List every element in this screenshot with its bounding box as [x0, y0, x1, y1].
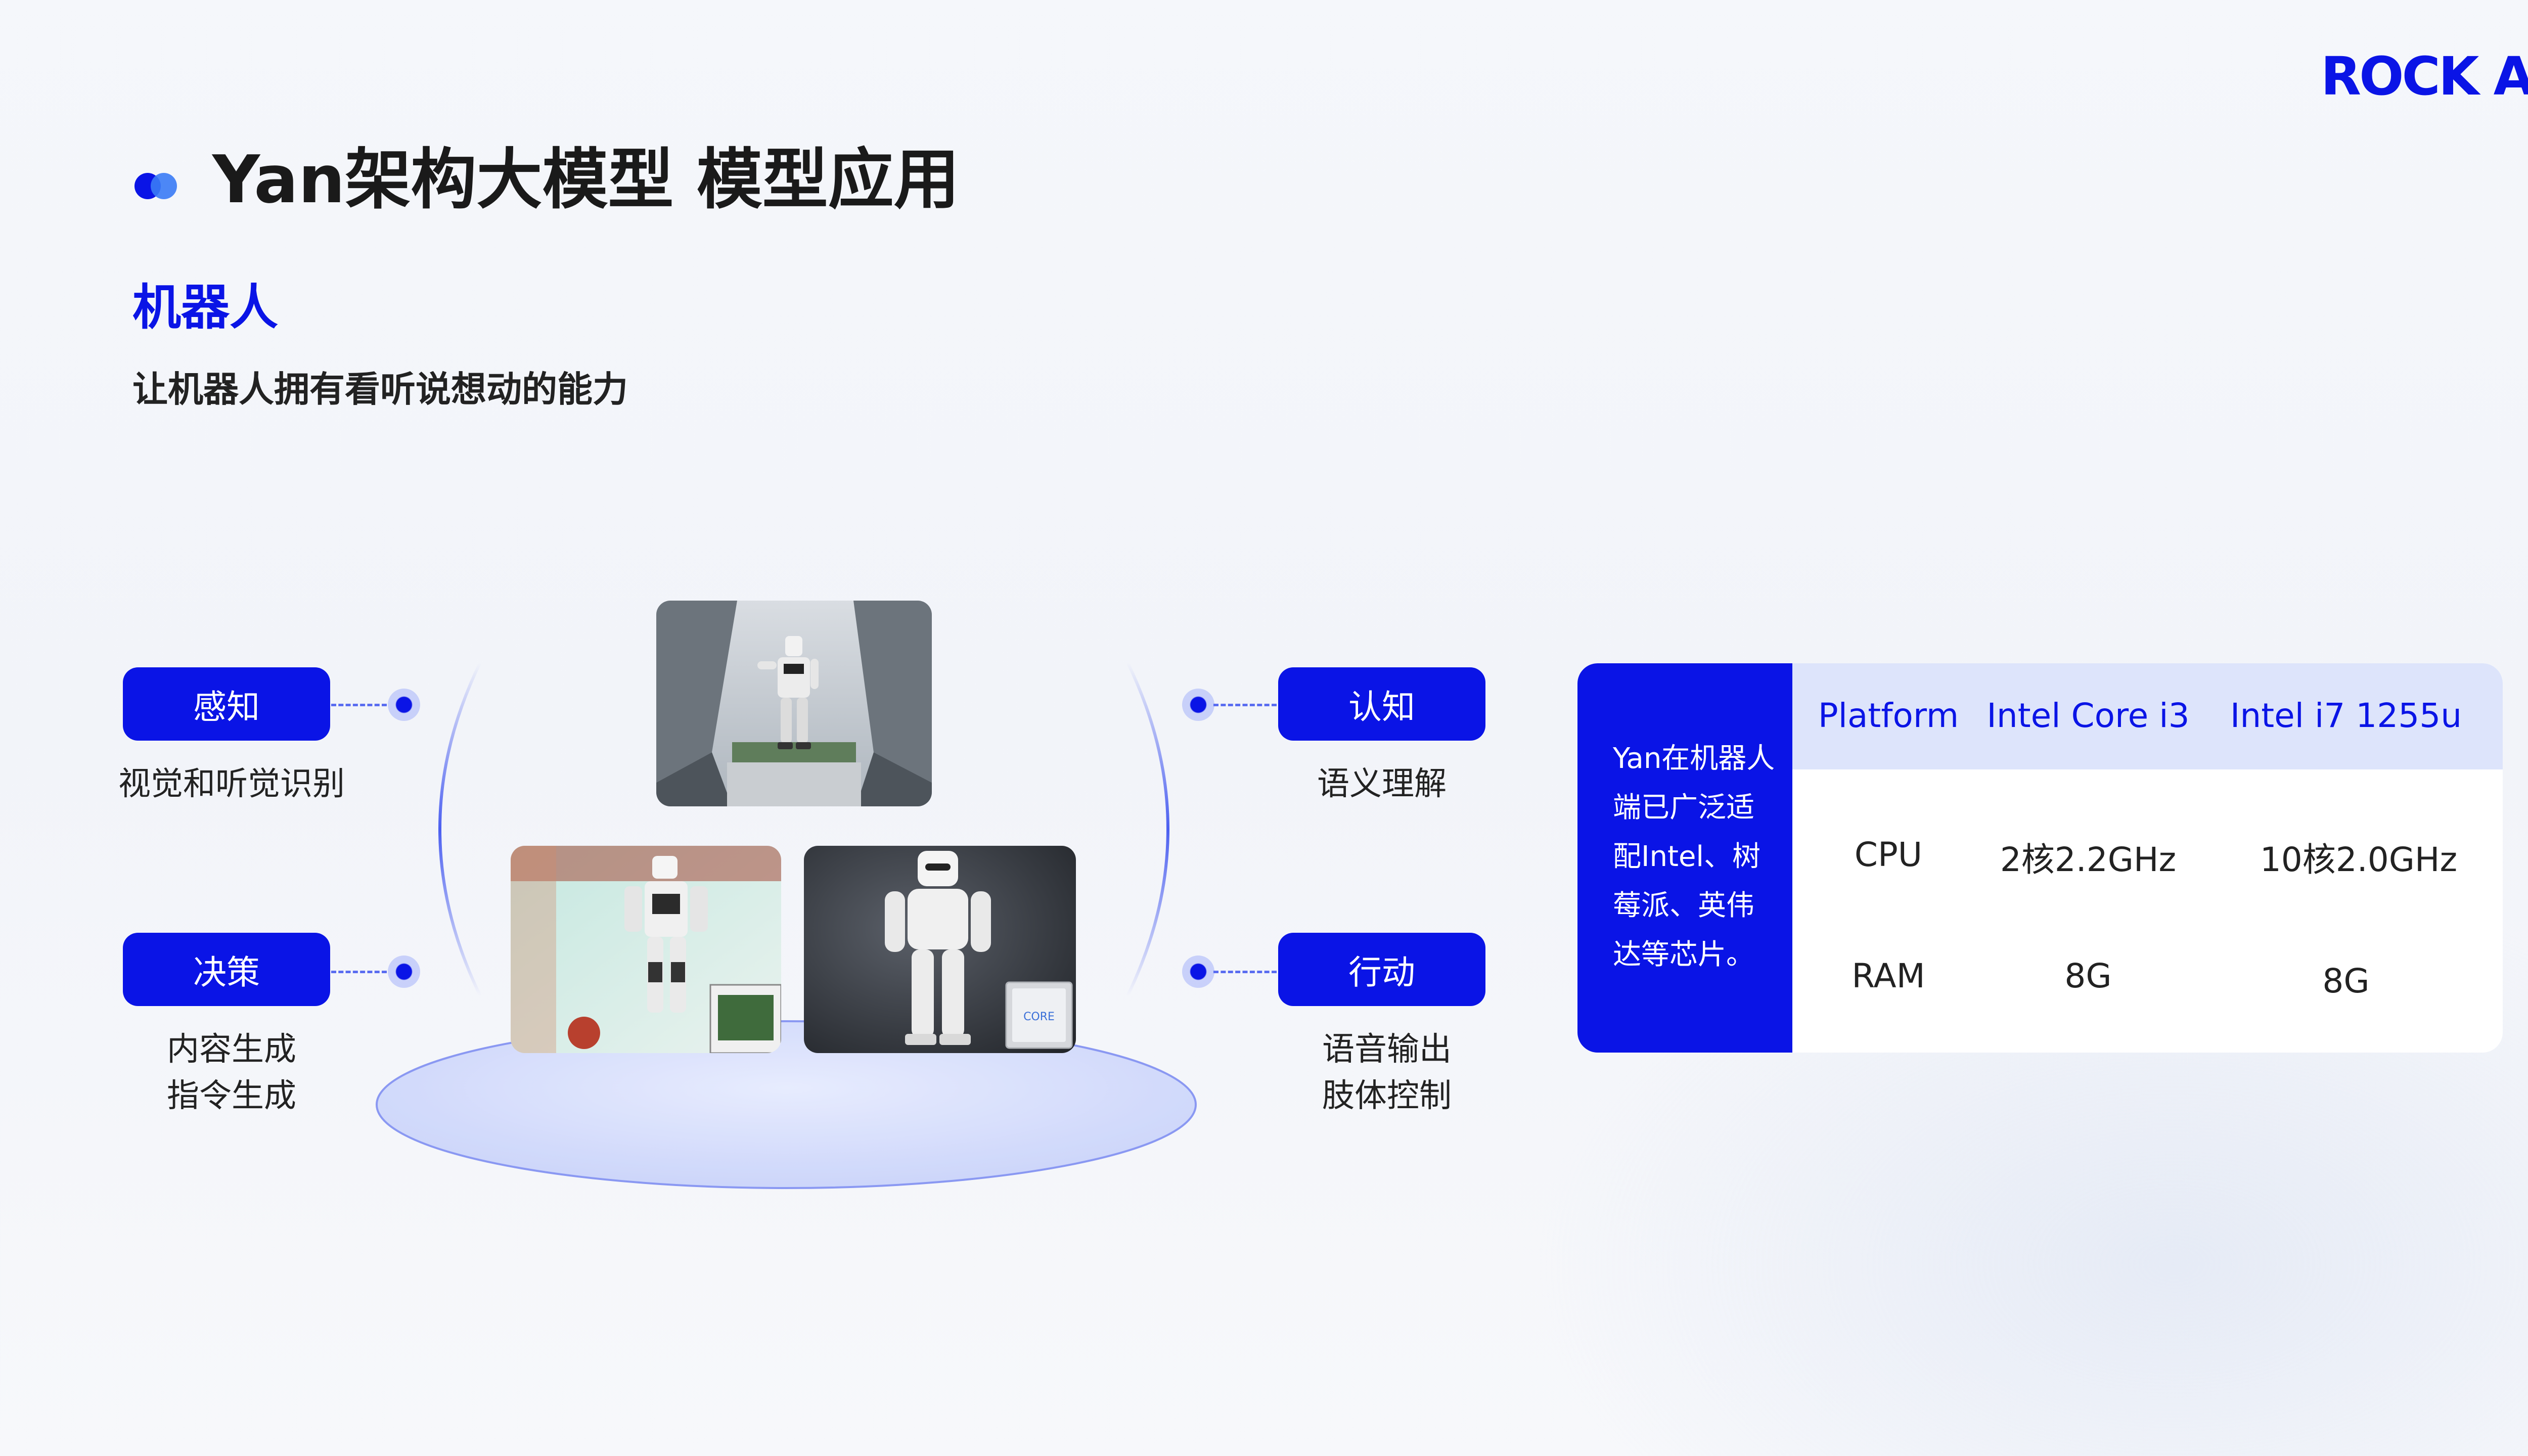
title-bullet-icon [132, 171, 183, 201]
decision-desc-line2: 指令生成 [167, 1077, 296, 1115]
robot-photo-right: CORE [804, 846, 1076, 1053]
action-desc: 语音输出 肢体控制 [1273, 1026, 1501, 1119]
row-cpu-i3: 2核2.2GHz [2000, 840, 2177, 879]
cognition-pill: 认知 [1278, 667, 1485, 741]
table-header-row [1792, 663, 2503, 769]
section-tagline: 让机器人拥有看听说想动的能力 [132, 369, 628, 410]
row-ram-label: RAM [1852, 957, 1925, 995]
cognition-connector [1213, 704, 1277, 706]
header-i7: Intel i7 1255u [2230, 696, 2462, 735]
cognition-desc: 语义理解 [1317, 765, 1447, 803]
logo-text: ROCK AI [2321, 48, 2528, 104]
decision-pill: 决策 [123, 933, 330, 1006]
page-title: Yan架构大模型 模型应用 [212, 141, 960, 218]
rock-ai-logo: ROCK AI [2321, 46, 2528, 107]
right-arc [1126, 661, 1169, 997]
left-arc [438, 661, 482, 997]
decision-desc: 内容生成 指令生成 [118, 1026, 345, 1119]
action-dot-icon [1182, 956, 1214, 988]
row-cpu-i7: 10核2.0GHz [2260, 840, 2458, 879]
row-ram-i7: 8G [2322, 962, 2370, 1000]
table-note-text: Yan在机器人端已广泛适配Intel、树莓派、英伟达等芯片。 [1613, 742, 1775, 971]
robot-photo-left [511, 846, 781, 1053]
perception-desc: 视觉和听觉识别 [118, 765, 345, 803]
platform-ellipse [376, 1020, 1197, 1189]
spec-table: Yan在机器人端已广泛适配Intel、树莓派、英伟达等芯片。 Platform … [1577, 663, 2503, 1053]
row-ram-i3: 8G [2064, 957, 2112, 995]
header-i3: Intel Core i3 [1987, 696, 2190, 735]
chip-label: CORE [1023, 1011, 1055, 1023]
action-desc-line1: 语音输出 [1322, 1031, 1452, 1068]
table-note-panel [1577, 663, 1792, 1053]
header-platform: Platform [1818, 696, 1959, 735]
perception-connector [331, 704, 387, 706]
section-subtitle: 机器人 [132, 279, 278, 336]
action-pill: 行动 [1278, 933, 1485, 1006]
action-connector [1213, 971, 1277, 973]
action-desc-line2: 肢体控制 [1322, 1077, 1452, 1115]
row-cpu-label: CPU [1854, 835, 1923, 874]
cognition-dot-icon [1182, 689, 1214, 721]
decision-connector [331, 971, 387, 973]
perception-pill: 感知 [123, 667, 330, 741]
robot-photo-top [656, 601, 932, 806]
perception-dot-icon [388, 689, 420, 721]
decision-desc-line1: 内容生成 [167, 1031, 296, 1068]
decision-dot-icon [388, 956, 420, 988]
